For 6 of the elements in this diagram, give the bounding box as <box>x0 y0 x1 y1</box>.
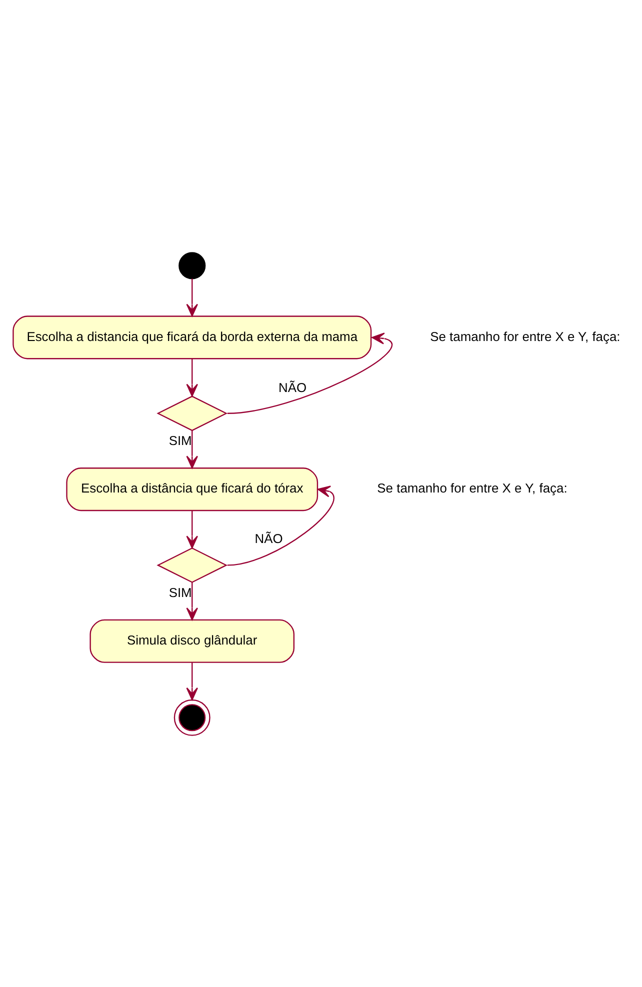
label: Se tamanho for entre X e Y, faça: <box>430 328 620 344</box>
edge-label: NÃO <box>254 530 283 546</box>
edge-label: NÃO <box>278 380 307 395</box>
label: Se tamanho for entre X e Y, faça: <box>377 480 568 496</box>
edge-label: SIM <box>168 432 192 448</box>
edge-label: SIM <box>168 584 192 600</box>
